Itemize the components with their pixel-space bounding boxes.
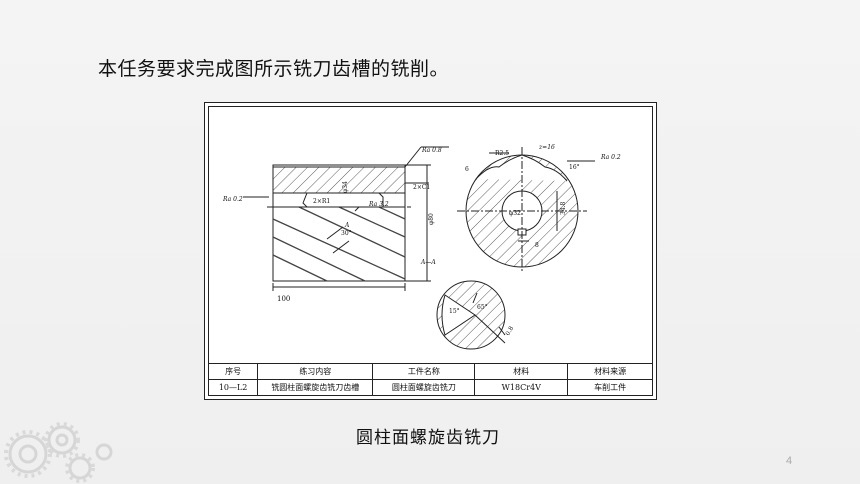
left-view [243,146,449,291]
bore-dia-label: φ34 [342,181,349,193]
section-mark-a: A [344,222,350,229]
ra-left-label: Ra 0.2 [222,196,243,203]
teeth-count: z=16 [538,144,555,151]
cell-no: 10—L2 [209,379,258,395]
cell-source: 车削工件 [567,379,652,395]
drawing-frame: 100 Ra 0.8 Ra 0.2 Ra 3.2 2×C1 2×R1 φ34 φ… [208,106,653,396]
title-block: 序号 练习内容 工件名称 材料 材料来源 10—L2 铣圆柱面螺旋齿铣刀齿槽 圆… [209,363,652,395]
radius-label: 2×R1 [313,198,330,205]
ra-right: Ra 0.2 [600,154,621,161]
figure-caption: 圆柱面螺旋齿铣刀 [356,428,500,448]
header-source: 材料来源 [567,363,652,380]
length-dim: 100 [277,295,290,303]
cell-material: W18Cr4V [474,379,568,395]
title-block-data-row: 10—L2 铣圆柱面螺旋齿铣刀齿槽 圆柱面螺旋齿铣刀 W18Cr4V 车削工件 [209,379,652,395]
chamfer-label: 2×C1 [413,184,430,191]
intro-text: 本任务要求完成图所示铣刀齿槽的铣削。 [98,58,450,80]
tooth-depth: 6 [465,166,469,173]
section-label: A—A [420,259,436,266]
title-block-header-row: 序号 练习内容 工件名称 材料 材料来源 [209,363,652,380]
angle-label: 30° [341,230,352,237]
cell-part: 圆柱面螺旋齿铣刀 [372,379,475,395]
header-content: 练习内容 [257,363,373,380]
detail-angle-large: 65° [477,304,488,311]
gears-decoration [4,422,113,483]
cell-content: 铣圆柱面螺旋齿铣刀齿槽 [257,379,373,395]
tooth-radius: R2.5 [495,150,509,157]
header-no: 序号 [209,363,258,380]
detail-view [436,280,506,350]
ra-top-label: Ra 0.8 [421,147,442,154]
drawing-canvas: 100 Ra 0.8 Ra 0.2 Ra 3.2 2×C1 2×R1 φ34 φ… [222,144,621,350]
header-material: 材料 [474,363,568,380]
right-bore-dia: φ32 [509,210,521,217]
engineering-drawing: 100 Ra 0.8 Ra 0.2 Ra 3.2 2×C1 2×R1 φ34 φ… [204,102,657,400]
detail-edge: 0.8 [504,325,515,337]
ra-bore-label: Ra 3.2 [368,201,389,208]
tooth-angle: 16° [569,164,580,171]
page-number: 4 [786,455,793,467]
outer-dia-label: φ80 [428,213,435,225]
detail-angle-small: 15° [449,308,460,315]
key-width: 8 [535,242,539,249]
keyway-depth: 34.8 [560,201,567,215]
right-view [457,147,595,271]
header-part: 工件名称 [372,363,475,380]
